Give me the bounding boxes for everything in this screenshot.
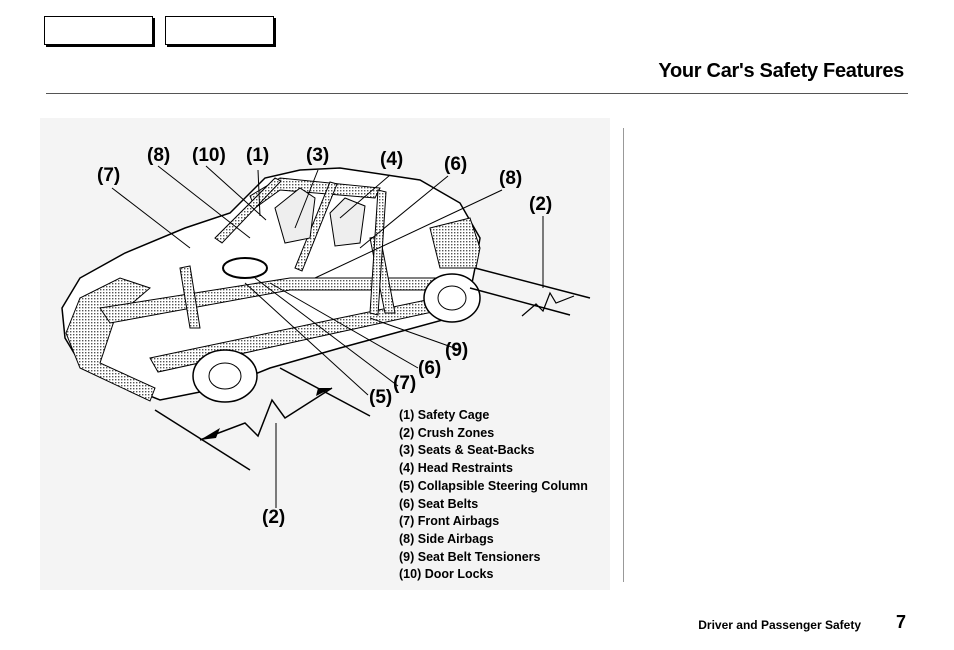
callout-seat-belts-front: (6) xyxy=(418,358,442,379)
legend-item: (4) Head Restraints xyxy=(399,461,513,476)
rear-crush-line-2 xyxy=(469,287,571,316)
callout-front-airbag: (7) xyxy=(97,165,121,186)
legend-item: (8) Side Airbags xyxy=(399,531,494,546)
car-illustration xyxy=(61,165,591,508)
legend-item: (1) Safety Cage xyxy=(399,408,490,422)
legend-item: (2) Crush Zones xyxy=(399,425,495,440)
rear-seat xyxy=(329,197,366,247)
front-crush-arrow-left xyxy=(200,428,220,440)
callout-side-airbag-rear: (8) xyxy=(499,168,523,189)
c-pillar xyxy=(369,189,387,316)
front-crossmember xyxy=(179,265,201,329)
legend-item: (7) Front Airbags xyxy=(399,514,500,529)
legend-item: (5) Collapsible Steering Column xyxy=(399,478,588,493)
callout-steering-column: (5) xyxy=(369,387,393,408)
front-crush-line-1 xyxy=(154,409,251,471)
callout-head-restraints: (4) xyxy=(380,149,404,170)
b-pillar xyxy=(294,181,338,272)
legend-item: (6) Seat Belts xyxy=(399,496,479,511)
callout-crush-zone-front: (2) xyxy=(262,507,286,528)
page-number: 7 xyxy=(895,612,906,632)
column-divider xyxy=(623,128,624,582)
callout-side-airbag: (8) xyxy=(147,145,171,166)
legend-item: (9) Seat Belt Tensioners xyxy=(399,549,541,564)
front-crush-arrow-right xyxy=(316,388,332,396)
rear-bumper-frame xyxy=(429,217,481,269)
leader-lines xyxy=(111,165,544,508)
legend-item: (10) Door Locks xyxy=(399,567,494,582)
front-wheel xyxy=(192,349,258,403)
callout-belt-tensioners: (9) xyxy=(445,340,469,361)
rear-crush-line-1 xyxy=(474,267,591,299)
legend-item: (3) Seats & Seat-Backs xyxy=(399,443,535,458)
rear-crush-zigzag xyxy=(521,291,575,317)
car-safety-diagram: (8) (10) (1) (3) (4) (6) (7) (8) (2) (9)… xyxy=(40,118,610,590)
previous-page-button[interactable] xyxy=(44,16,155,47)
callout-seat-belts-rear: (6) xyxy=(444,154,468,175)
page-title: Your Car's Safety Features xyxy=(658,60,904,82)
a-pillar xyxy=(214,177,282,244)
steering-wheel xyxy=(222,257,268,279)
feature-legend: (1) Safety Cage (2) Crush Zones (3) Seat… xyxy=(399,407,588,584)
callout-front-airbag-passenger: (7) xyxy=(393,373,417,394)
callout-seats: (3) xyxy=(306,145,330,166)
callout-door-locks: (10) xyxy=(192,145,226,166)
front-wheel-hub xyxy=(208,362,242,390)
header-divider xyxy=(46,93,908,94)
front-crush-zigzag xyxy=(199,387,333,441)
front-bumper-frame xyxy=(65,277,156,402)
next-page-button[interactable] xyxy=(165,16,276,47)
rear-wheel xyxy=(423,273,481,323)
footer-section-title: Driver and Passenger Safety xyxy=(698,618,861,632)
callout-crush-zone-rear: (2) xyxy=(529,194,553,215)
rear-wheel-hub xyxy=(437,285,467,311)
callout-safety-cage: (1) xyxy=(246,145,270,166)
